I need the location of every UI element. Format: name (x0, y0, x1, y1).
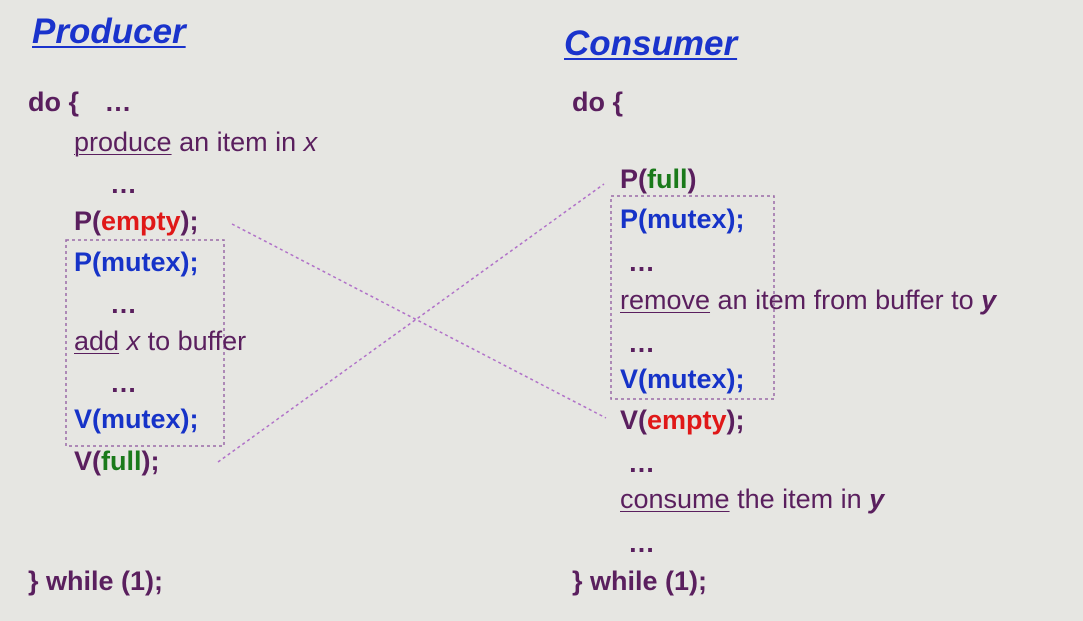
producer-do-line: do { … (28, 86, 132, 118)
producer-add-line: add x to buffer (74, 325, 246, 357)
produce-word: produce (74, 127, 172, 157)
consumer-consume-line: consume the item in y (620, 483, 884, 515)
produce-rest: an item in (171, 127, 304, 157)
consumer-remove-line: remove an item from buffer to y (620, 284, 996, 316)
remove-word: remove (620, 285, 711, 315)
add-var: x (126, 326, 141, 356)
producer-critical-section-box (65, 239, 225, 447)
consume-word: consume (620, 484, 730, 514)
p-empty-pre: P( (74, 206, 101, 236)
v-full-pre: V( (74, 446, 101, 476)
producer-p-mutex: P(mutex); (74, 247, 199, 277)
consumer-do-open: do { (572, 87, 623, 117)
consume-var: y (869, 484, 885, 514)
v-empty-pre: V( (620, 405, 647, 435)
consumer-p-full: P(full) (620, 163, 697, 195)
consumer-dots-4: … (628, 528, 655, 558)
produce-var: x (303, 127, 318, 157)
consumer-v-mutex: V(mutex); (620, 364, 745, 394)
p-full-post: ) (687, 164, 697, 194)
consumer-critical-section-box (610, 195, 775, 400)
v-empty-arg: empty (647, 405, 727, 435)
p-empty-post: ); (180, 206, 199, 236)
consumer-v-empty: V(empty); (620, 404, 745, 436)
producer-dots-2: … (110, 289, 137, 319)
consume-rest: the item in (729, 484, 870, 514)
producer-do-open: do { (28, 87, 79, 117)
consumer-dots-1: … (628, 247, 655, 277)
producer-dots-3: … (110, 368, 137, 398)
p-empty-arg: empty (101, 206, 181, 236)
producer-produce-line: produce an item in x (74, 126, 317, 158)
v-empty-post: ); (726, 405, 745, 435)
full-connector-line (217, 183, 605, 463)
consumer-p-mutex: P(mutex); (620, 204, 745, 234)
producer-title: Producer (32, 12, 186, 51)
producer-while-close: } while (1); (28, 566, 164, 596)
add-rest: to buffer (140, 326, 247, 356)
remove-rest: an item from buffer to (710, 285, 982, 315)
producer-dots-top: … (104, 87, 132, 117)
remove-var: y (981, 285, 997, 315)
empty-connector-line (231, 223, 607, 419)
consumer-dots-2: … (628, 328, 655, 358)
p-full-pre: P( (620, 164, 647, 194)
add-word: add (74, 326, 120, 356)
producer-v-full: V(full); (74, 445, 159, 477)
consumer-title: Consumer (564, 24, 738, 63)
producer-p-empty: P(empty); (74, 205, 199, 237)
v-full-arg: full (101, 446, 142, 476)
producer-v-mutex: V(mutex); (74, 404, 199, 434)
consumer-while-close: } while (1); (572, 566, 708, 596)
consumer-dots-3: … (628, 448, 655, 478)
producer-dots-1: … (110, 169, 137, 199)
p-full-arg: full (647, 164, 688, 194)
v-full-post: ); (141, 446, 160, 476)
